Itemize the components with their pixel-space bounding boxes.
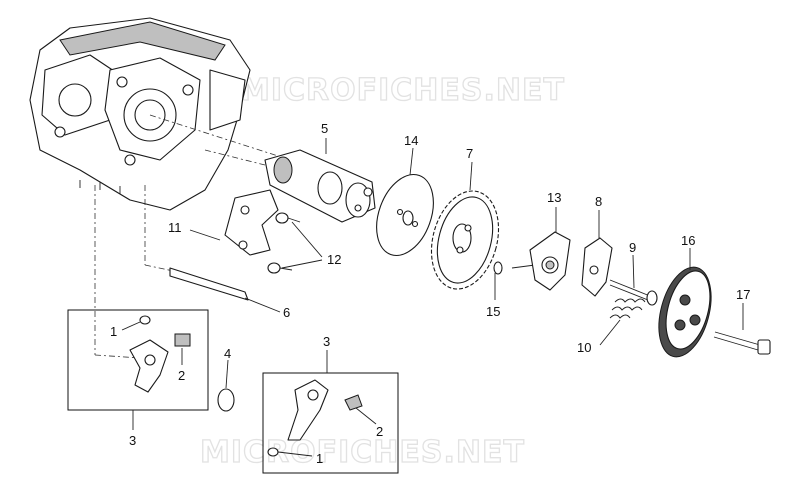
camshaft <box>264 149 376 223</box>
rocker-kit-box-left <box>67 309 209 411</box>
callout-3-left: 3 <box>129 433 136 448</box>
callout-1-left: 1 <box>110 324 117 339</box>
spring <box>609 298 646 319</box>
callout-8: 8 <box>595 194 602 209</box>
callout-1-right: 1 <box>316 451 323 466</box>
callout-2-right: 2 <box>376 424 383 439</box>
camshaft-sprocket <box>430 190 500 290</box>
rocker-arm-left <box>129 315 191 393</box>
cover-plate <box>658 266 712 358</box>
callout-13: 13 <box>547 190 561 205</box>
callout-16: 16 <box>681 233 695 248</box>
rocker-kit-box-right <box>262 372 399 474</box>
counterweight <box>581 237 613 297</box>
callout-11: 11 <box>168 220 182 235</box>
watermark-bottom: MICROFICHES.NET <box>200 435 525 470</box>
callout-5: 5 <box>321 121 328 136</box>
washer <box>493 261 503 275</box>
o-ring <box>217 388 235 412</box>
callout-9: 9 <box>629 240 636 255</box>
callout-2-left: 2 <box>178 368 185 383</box>
callout-3-right: 3 <box>323 334 330 349</box>
callout-10: 10 <box>577 340 591 355</box>
rocker-arm-right <box>267 379 363 457</box>
rocker-shaft <box>169 267 249 301</box>
callout-6: 6 <box>283 305 290 320</box>
bracket <box>224 189 279 256</box>
callout-14: 14 <box>404 133 418 148</box>
watermark-top: MICROFICHES.NET <box>240 73 565 108</box>
bolt-17 <box>713 331 771 355</box>
screws <box>267 212 301 274</box>
tone-wheel-disc <box>376 173 434 257</box>
callout-15: 15 <box>486 304 500 319</box>
callout-4: 4 <box>224 346 231 361</box>
callout-7: 7 <box>466 146 473 161</box>
callout-12: 12 <box>327 252 341 267</box>
leader-lines <box>121 138 744 457</box>
cylinder-head <box>29 17 251 211</box>
bolt-9 <box>609 279 658 306</box>
callout-17: 17 <box>736 287 750 302</box>
decompressor-weight <box>511 231 571 291</box>
